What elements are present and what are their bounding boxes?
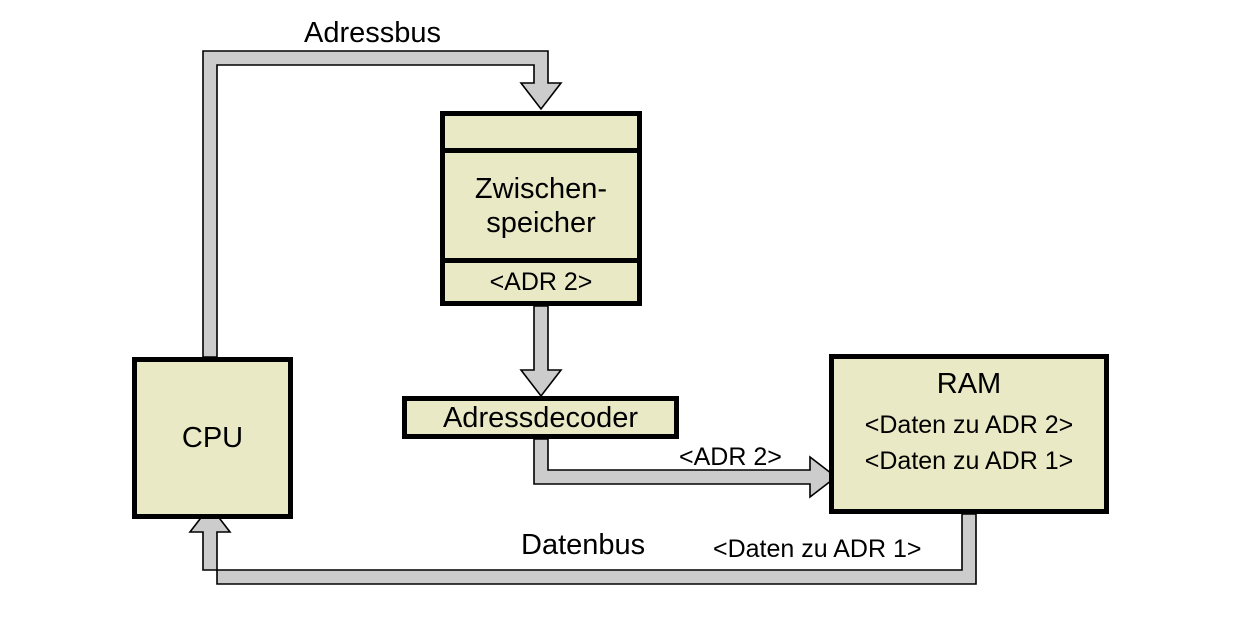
node-zwischenspeicher-name: Zwischen- speicher [445,153,637,263]
buffer-to-decoder-arrow [519,305,563,398]
data-bus-label: Datenbus [521,529,646,561]
node-zwischenspeicher-top-cell [445,116,637,153]
node-adressdecoder[interactable]: Adressdecoder [402,396,679,439]
node-ram-line-1: <Daten zu ADR 1> [864,447,1074,475]
node-zwischenspeicher-name-line2: speicher [486,206,596,239]
node-ram-content: RAM <Daten zu ADR 2> <Daten zu ADR 1> [834,359,1104,509]
data-bus-payload-label: <Daten zu ADR 1> [713,535,922,563]
node-ram[interactable]: RAM <Daten zu ADR 2> <Daten zu ADR 1> [829,354,1109,514]
decoder-to-ram-label: <ADR 2> [679,443,782,471]
decoder-to-ram-arrow [533,438,838,499]
data-bus-path [188,504,977,585]
address-bus-path [202,50,563,358]
node-ram-title: RAM [936,368,1002,400]
node-zwischenspeicher-value: <ADR 2> [489,268,593,296]
address-bus-label: Adressbus [304,17,442,49]
node-zwischenspeicher[interactable]: Zwischen- speicher <ADR 2> [440,111,642,306]
node-zwischenspeicher-name-line1: Zwischen- [474,172,608,205]
node-cpu-label: CPU [181,422,244,454]
node-cpu[interactable]: CPU [132,357,293,519]
node-adressdecoder-label: Adressdecoder [442,401,639,434]
node-ram-line-0: <Daten zu ADR 2> [864,411,1074,439]
